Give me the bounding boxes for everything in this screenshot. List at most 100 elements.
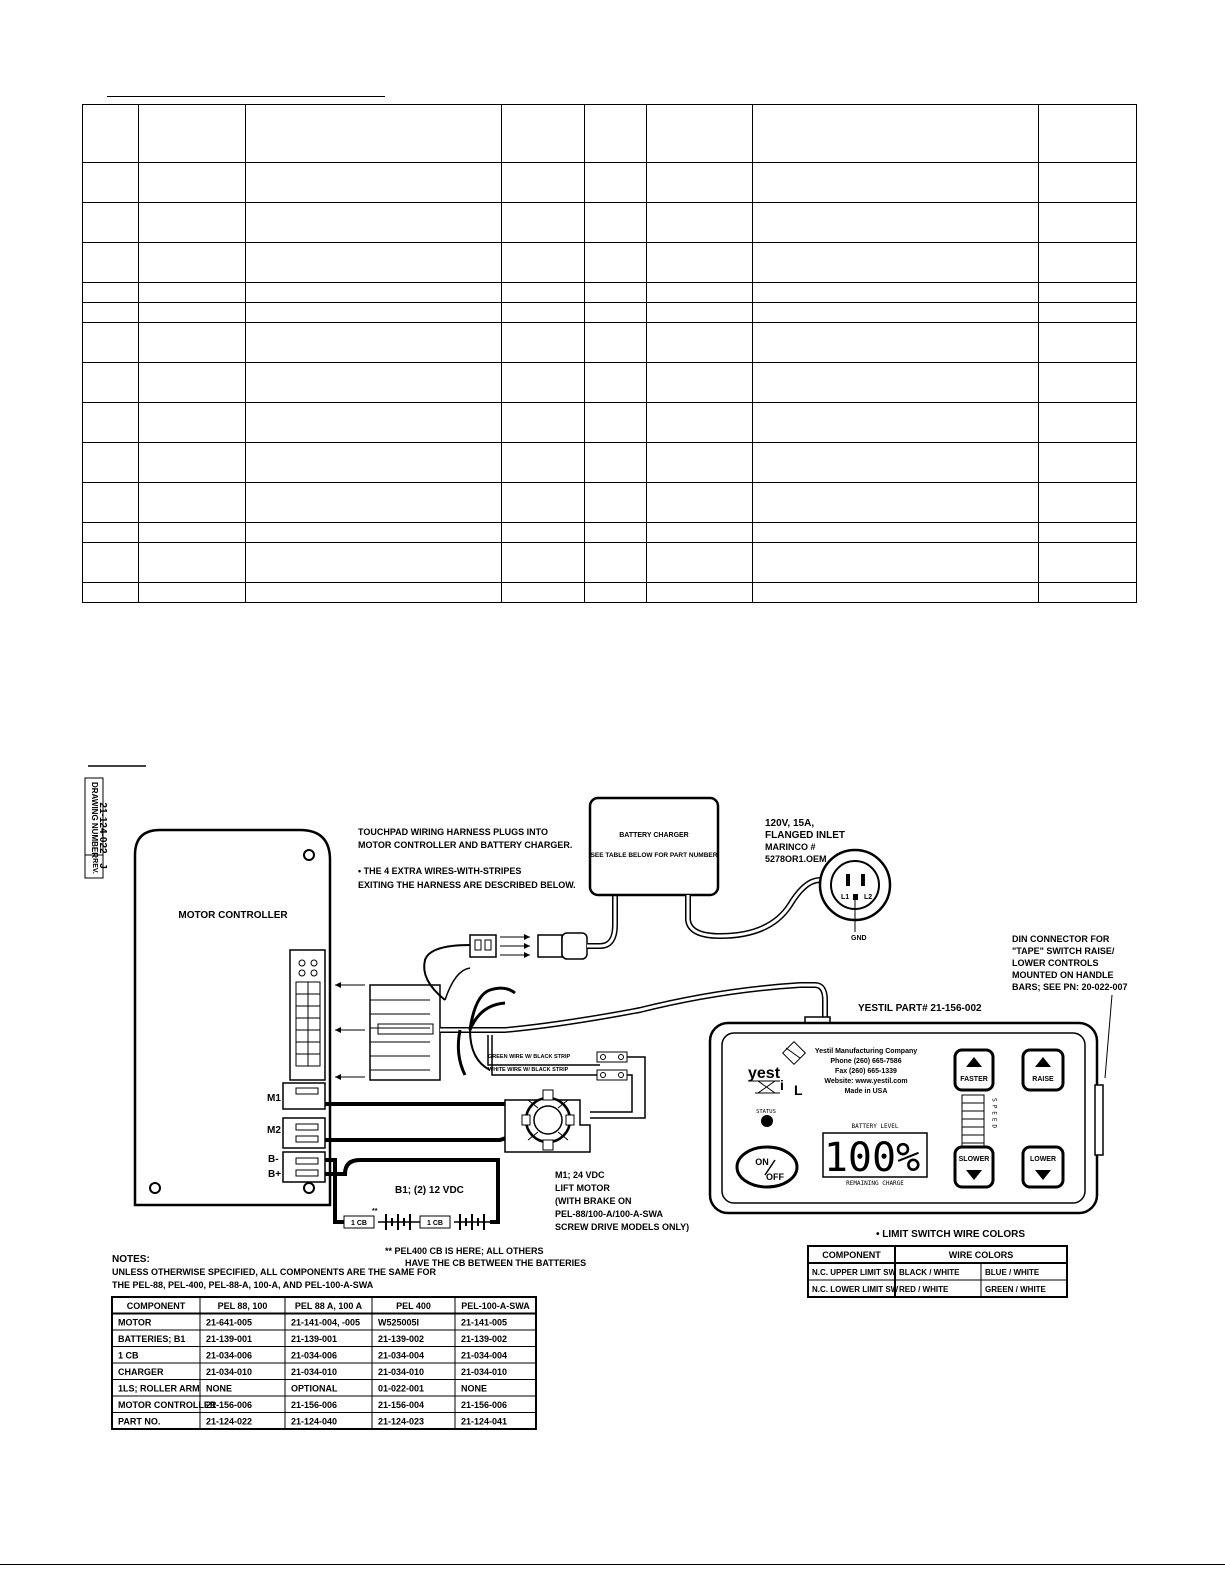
parts-cell: [1037, 302, 1138, 323]
footer-rule: [0, 1564, 1225, 1565]
touchpad-note: TOUCHPAD WIRING HARNESS PLUGS INTO MOTOR…: [358, 827, 576, 890]
table-cell: 21-034-006: [206, 1351, 252, 1361]
touchpad: yest i L Yestil Manufacturing Company Ph…: [708, 1016, 1104, 1215]
down-arrow-icon: [966, 1170, 982, 1180]
table-cell: 21-034-004: [378, 1351, 424, 1361]
table-cell: 21-139-002: [461, 1334, 507, 1344]
on-off-button[interactable]: ON OFF: [735, 1145, 799, 1189]
svg-text:5278OR1.OEM: 5278OR1.OEM: [765, 854, 827, 864]
parts-row: [82, 104, 1138, 163]
parts-cell: [583, 282, 648, 303]
parts-cell: [244, 482, 503, 523]
parts-cell: [1037, 482, 1138, 523]
parts-cell: [752, 582, 1039, 603]
lower-label: LOWER: [1030, 1156, 1056, 1163]
mount-hole: [149, 1182, 161, 1194]
parts-cell: [501, 242, 585, 283]
table-cell: GREEN / WHITE: [985, 1285, 1047, 1294]
off-label: OFF: [766, 1172, 784, 1182]
parts-cell: [244, 162, 503, 203]
parts-cell: [244, 582, 503, 603]
parts-cell: [82, 104, 139, 163]
parts-cell: [646, 582, 754, 603]
parts-cell: [137, 302, 246, 323]
charger-cable: [587, 895, 618, 949]
table-header-cell: COMPONENT: [822, 1250, 881, 1260]
battery-percent: 100%: [824, 1135, 920, 1181]
parts-cell: [82, 322, 139, 363]
svg-text:PEL-88/100-A/100-A-SWA: PEL-88/100-A/100-A-SWA: [555, 1209, 664, 1219]
battery-charger: BATTERY CHARGER SEE TABLE BELOW FOR PART…: [588, 796, 720, 897]
up-arrow-icon: [966, 1057, 982, 1067]
parts-row: [82, 582, 1138, 603]
table-cell: 21-034-004: [461, 1351, 507, 1361]
parts-cell: [82, 542, 139, 583]
svg-text:DIN CONNECTOR FOR: DIN CONNECTOR FOR: [1012, 934, 1110, 944]
notes-title: NOTES:: [112, 1254, 150, 1265]
parts-cell: [646, 104, 754, 163]
parts-list-table: [82, 104, 1138, 603]
parts-row: [82, 362, 1138, 403]
lower-button[interactable]: LOWER: [1021, 1145, 1065, 1189]
raise-button[interactable]: RAISE: [1021, 1048, 1065, 1092]
parts-cell: [501, 202, 585, 243]
parts-cell: [646, 482, 754, 523]
table-cell: 21-139-001: [291, 1334, 337, 1344]
down-arrow-icon: [1035, 1170, 1051, 1180]
table-cell: 21-141-005: [461, 1318, 507, 1328]
table-cell: 1 CB: [118, 1351, 139, 1361]
table-cell: 21-124-023: [378, 1417, 424, 1427]
parts-cell: [752, 162, 1039, 203]
table-cell: W525005I: [378, 1318, 419, 1328]
table-cell: 21-139-002: [378, 1334, 424, 1344]
parts-cell: [501, 402, 585, 443]
table-cell: 21-139-001: [206, 1334, 252, 1344]
battery-display: [822, 1132, 928, 1178]
table-cell: MOTOR CONTROLLER: [118, 1400, 217, 1410]
svg-text:SCREW DRIVE MODELS ONLY): SCREW DRIVE MODELS ONLY): [555, 1222, 689, 1232]
charger-lead: [423, 944, 471, 1001]
table-cell: BATTERIES; B1: [118, 1334, 185, 1344]
parts-cell: [583, 202, 648, 243]
parts-row: [82, 162, 1138, 203]
parts-cell: [501, 104, 585, 163]
charger-connector: [469, 932, 588, 960]
svg-text:120V, 15A,: 120V, 15A,: [765, 818, 814, 829]
parts-cell: [137, 322, 246, 363]
terminal-b: [282, 1151, 326, 1183]
parts-cell: [501, 362, 585, 403]
parts-cell: [82, 162, 139, 203]
status-led: [761, 1115, 773, 1127]
parts-cell: [137, 582, 246, 603]
table-cell: 21-034-006: [291, 1351, 337, 1361]
svg-text:• THE 4 EXTRA WIRES-WITH-STRI: • THE 4 EXTRA WIRES-WITH-STRIPES: [358, 866, 521, 876]
battery-level-label: BATTERY LEVEL: [852, 1123, 899, 1130]
pel400-note: ** PEL400 CB IS HERE; ALL OTHERS HAVE TH…: [385, 1246, 586, 1268]
battery-charger-subtitle: SEE TABLE BELOW FOR PART NUMBER: [591, 852, 718, 859]
parts-row: [82, 402, 1138, 443]
din-note: DIN CONNECTOR FOR "TAPE" SWITCH RAISE/ L…: [1012, 934, 1128, 992]
status-label: STATUS: [756, 1109, 776, 1115]
parts-cell: [82, 282, 139, 303]
table-cell: NONE: [206, 1384, 232, 1394]
table-cell: 01-022-001: [378, 1384, 424, 1394]
parts-cell: [244, 522, 503, 543]
green-strip-label: GREEN WIRE W/ BLACK STRIP: [488, 1054, 571, 1060]
parts-cell: [752, 442, 1039, 483]
svg-text:MOUNTED ON HANDLE: MOUNTED ON HANDLE: [1012, 970, 1114, 980]
parts-cell: [583, 442, 648, 483]
raise-label: RAISE: [1032, 1076, 1054, 1083]
company-fax: Fax (260) 665-1339: [835, 1068, 897, 1075]
parts-cell: [1037, 442, 1138, 483]
parts-cell: [1037, 522, 1138, 543]
parts-cell: [752, 302, 1039, 323]
slower-button[interactable]: SLOWER: [953, 1145, 995, 1189]
parts-cell: [1037, 362, 1138, 403]
faster-button[interactable]: FASTER: [953, 1048, 995, 1092]
parts-cell: [244, 442, 503, 483]
parts-cell: [646, 542, 754, 583]
parts-cell: [1037, 582, 1138, 603]
parts-row: [82, 522, 1138, 543]
parts-cell: [244, 104, 503, 163]
